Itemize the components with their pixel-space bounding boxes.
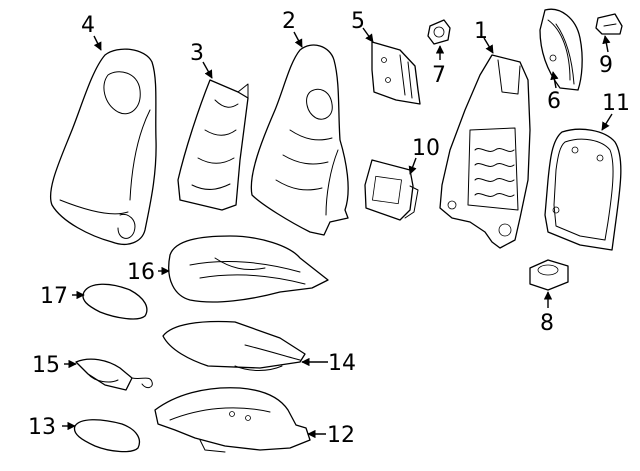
callout-5: 5 (351, 9, 365, 34)
leader-5 (362, 27, 374, 43)
callout-6: 6 (547, 89, 561, 114)
part-9-cap (595, 13, 623, 35)
callout-labels: 4 3 2 5 7 1 6 9 11 10 8 16 17 15 14 13 1… (28, 9, 630, 448)
part-15-heater (75, 358, 153, 391)
leader-6 (550, 71, 559, 89)
callout-11: 11 (602, 91, 630, 116)
callout-13: 13 (28, 415, 56, 440)
part-17-side-pad (82, 283, 148, 320)
callout-15: 15 (32, 353, 60, 378)
callout-8: 8 (540, 311, 554, 336)
callout-17: 17 (40, 284, 68, 309)
callout-7: 7 (432, 63, 446, 88)
part-2-back-cushion (250, 44, 349, 236)
leader-9 (602, 35, 611, 53)
leader-11 (601, 113, 613, 131)
part-13-lower-pad (73, 419, 141, 453)
part-16-seat-cover (168, 235, 329, 303)
part-4-backrest-cover (49, 48, 157, 245)
callout-1: 1 (474, 19, 488, 44)
leader-10 (408, 157, 417, 175)
callout-10: 10 (412, 136, 440, 161)
part-7-clip (427, 19, 451, 45)
part-6-side-trim (539, 8, 583, 91)
part-5-bracket (371, 41, 421, 105)
part-14-seat-pad (162, 320, 306, 371)
callout-14: 14 (328, 351, 356, 376)
part-10-bracket (364, 159, 419, 221)
part-8-knob (529, 259, 569, 291)
callout-4: 4 (81, 13, 95, 38)
leader-1 (483, 37, 494, 54)
leader-3 (202, 61, 213, 79)
part-11-back-panel (544, 128, 622, 251)
part-3-back-pad (177, 79, 249, 211)
leader-2 (293, 31, 303, 48)
part-1-backrest-frame (439, 54, 531, 249)
callout-16: 16 (127, 260, 155, 285)
callout-2: 2 (282, 9, 296, 34)
leader-lines (62, 27, 613, 439)
callout-9: 9 (599, 53, 613, 78)
callout-3: 3 (190, 41, 204, 66)
callout-12: 12 (327, 423, 355, 448)
leader-4 (93, 35, 102, 51)
part-12-seat-frame (154, 387, 311, 453)
